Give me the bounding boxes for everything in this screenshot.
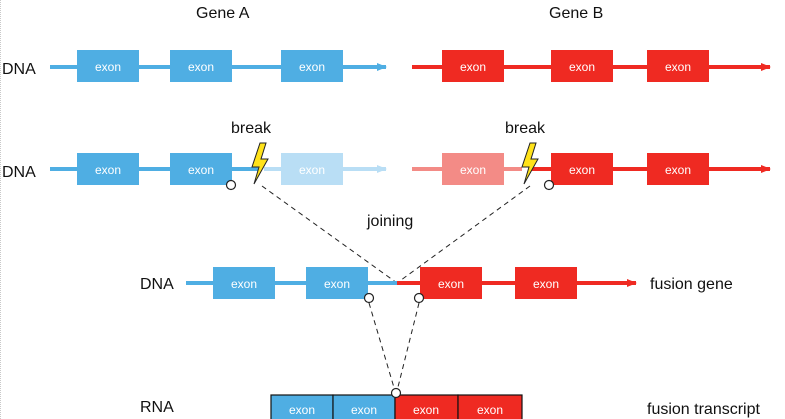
exon-block: [77, 153, 139, 185]
exon-block: [281, 50, 343, 82]
exon-label: exon: [460, 163, 486, 177]
exon-label: exon: [188, 163, 214, 177]
exon-label: exon: [569, 60, 595, 74]
exon-label: exon: [665, 163, 691, 177]
lightning-bolt-icon: [521, 142, 539, 185]
left-dotted-border: [0, 0, 2, 419]
exon-label: exon: [438, 277, 464, 291]
exon-label: exon: [413, 403, 439, 417]
rna-row-label: RNA: [140, 399, 174, 416]
exon-label: exon: [299, 60, 325, 74]
gene-b-broken-strand: exon exon exon: [412, 153, 771, 185]
gene-b-dna-strand: exon exon exon: [412, 50, 771, 82]
break-label-a: break: [231, 120, 272, 137]
break-point-marker: [543, 179, 555, 191]
exon-block: [551, 153, 613, 185]
junction-marker: [390, 387, 402, 399]
exon-block: [170, 50, 232, 82]
exon-block-faded: [442, 153, 504, 185]
splice-point-marker: [363, 292, 375, 304]
splice-point-marker: [413, 292, 425, 304]
exon-label: exon: [95, 163, 121, 177]
exon-label: exon: [665, 60, 691, 74]
rna-exon-block: [270, 394, 334, 419]
exon-block: [420, 267, 482, 299]
exon-block: [647, 50, 709, 82]
exon-block-faded: [281, 153, 343, 185]
exon-label: exon: [533, 277, 559, 291]
gene-a-dna-strand: exon exon exon: [50, 50, 387, 82]
exon-label: exon: [289, 403, 315, 417]
fusion-transcript-label: fusion transcript: [647, 401, 760, 418]
exon-label: exon: [188, 60, 214, 74]
rna-exon-block: [394, 394, 459, 419]
exon-label: exon: [351, 403, 377, 417]
break-point-marker: [225, 179, 237, 191]
joining-lines: [261, 185, 531, 284]
exon-label: exon: [324, 277, 350, 291]
dna-row-label: DNA: [2, 164, 36, 181]
exon-block: [442, 50, 504, 82]
exon-block: [306, 267, 368, 299]
exon-block: [647, 153, 709, 185]
exon-label: exon: [460, 60, 486, 74]
fusion-dna-label: DNA: [140, 276, 174, 293]
exon-label: exon: [299, 163, 325, 177]
exon-label: exon: [95, 60, 121, 74]
exon-block: [551, 50, 613, 82]
gene-a-broken-strand: exon exon exon: [50, 153, 387, 185]
gene-b-heading: Gene B: [549, 5, 603, 22]
break-label-b: break: [505, 120, 546, 137]
exon-block: [213, 267, 275, 299]
exon-label: exon: [569, 163, 595, 177]
fusion-transcript: exon exon exon exon: [270, 394, 523, 419]
gene-a-heading: Gene A: [196, 5, 250, 22]
exon-block: [77, 50, 139, 82]
lightning-bolt-icon: [251, 142, 269, 185]
exon-block: [170, 153, 232, 185]
dna-row-label: DNA: [2, 61, 36, 78]
exon-block: [515, 267, 577, 299]
transcription-lines: [368, 302, 420, 392]
fusion-gene-label: fusion gene: [650, 276, 733, 293]
rna-exon-block: [332, 394, 396, 419]
exon-label: exon: [477, 403, 503, 417]
rna-exon-block: [457, 394, 523, 419]
joining-label: joining: [366, 213, 413, 230]
exon-label: exon: [231, 277, 257, 291]
fusion-gene-strand: exon exon exon exon: [186, 267, 637, 299]
